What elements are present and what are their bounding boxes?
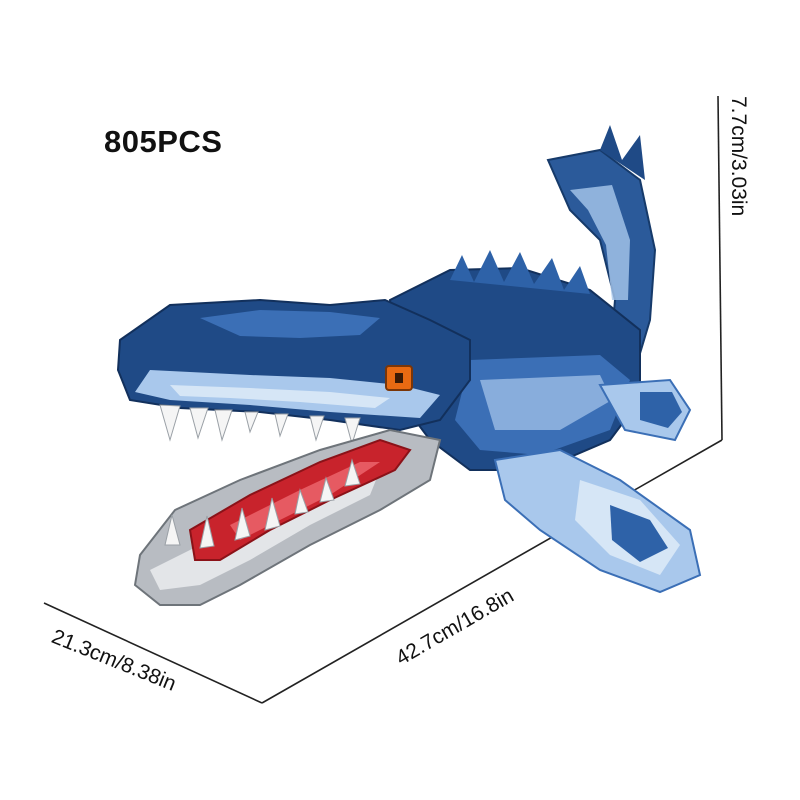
length-line bbox=[261, 439, 723, 704]
dimension-lines bbox=[43, 95, 723, 704]
height-line bbox=[717, 95, 723, 441]
height-dimension-label: 7.7cm/3.03in bbox=[727, 96, 750, 217]
width-line bbox=[43, 602, 263, 704]
piece-count: 805PCS bbox=[104, 124, 223, 159]
mosasaur-brick-model-icon bbox=[116, 125, 702, 606]
